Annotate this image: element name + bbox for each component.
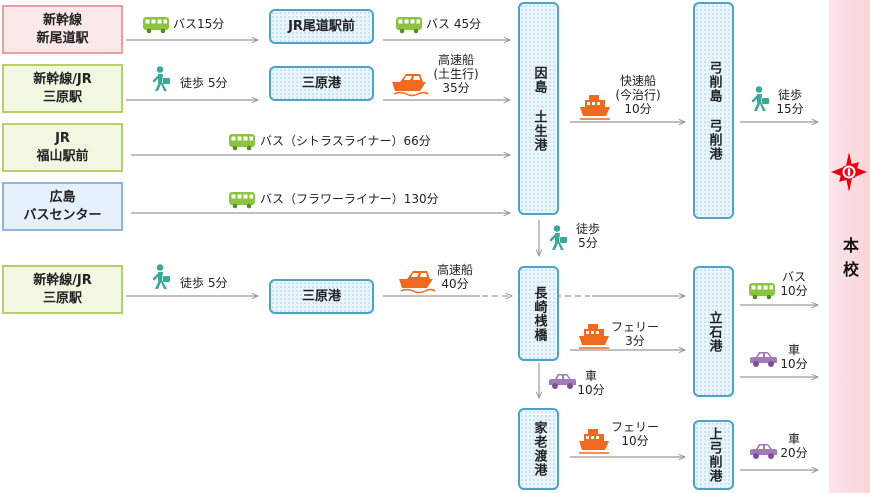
hub-iekaito-port: 家老渡港 — [518, 408, 559, 490]
bus-icon — [143, 17, 169, 34]
origin-fukuyama-station: JR 福山駅前 — [2, 123, 123, 172]
bus-icon — [229, 192, 255, 209]
origin-hiroshima-bus-center: 広島 バスセンター — [2, 182, 123, 231]
walker-icon — [549, 223, 569, 252]
origin-mihara-station: 新幹線/JR 三原駅 — [2, 64, 123, 113]
bus-icon — [229, 134, 255, 151]
high-speed-boat-icon — [391, 73, 429, 97]
car-icon — [549, 374, 576, 389]
route-label-walk5-b: 徒歩 5分 — [180, 276, 228, 290]
ferry-icon — [578, 428, 610, 454]
origin-shin-onomichi: 新幹線 新尾道駅 — [2, 5, 123, 54]
route-label-car10-down: 車 10分 — [577, 369, 605, 397]
walker-icon — [751, 84, 771, 113]
route-label-bus15: バス15分 — [173, 17, 225, 31]
origin-mihara-station-2: 新幹線/JR 三原駅 — [2, 265, 123, 314]
route-label-quickboat10: 快速船 (今治行) 10分 — [615, 74, 661, 116]
route-label-walk5: 徒歩 5分 — [180, 76, 228, 90]
bus-icon — [749, 283, 775, 300]
route-label-flower-liner: バス（フラワーライナー）130分 — [260, 192, 439, 206]
hub-kamiyuge-port: 上弓削港 — [693, 420, 734, 490]
hub-yuge-port: 弓削島 弓削港 — [693, 2, 734, 219]
route-label-ferry10: フェリー 10分 — [610, 420, 659, 448]
route-label-fastboat40: 高速船 40分 — [436, 263, 473, 291]
hub-tateishi-port: 立石港 — [693, 266, 734, 397]
route-label-fastboat35: 高速船 (土生行) 35分 — [433, 53, 479, 95]
route-label-walk15: 徒歩 15分 — [776, 88, 804, 116]
car-icon — [750, 352, 777, 367]
hub-jr-onomichi: JR尾道駅前 — [269, 9, 374, 44]
route-label-car10-right: 車 10分 — [780, 343, 808, 371]
walker-icon — [152, 262, 172, 291]
school-emblem-icon — [831, 152, 867, 192]
ferry-icon — [578, 323, 610, 349]
hub-nagasaki-pier: 長崎桟橋 — [518, 266, 559, 361]
walker-icon — [152, 64, 172, 93]
route-label-car20: 車 20分 — [780, 432, 808, 460]
hub-mihara-port: 三原港 — [269, 66, 374, 101]
bus-icon — [396, 17, 422, 34]
car-icon — [750, 444, 777, 459]
school-column — [829, 0, 870, 493]
route-label-walk5-down: 徒歩 5分 — [575, 222, 600, 250]
hub-mihara-port-2: 三原港 — [269, 279, 374, 314]
route-label-bus10: バス 10分 — [780, 270, 808, 298]
route-label-ferry3: フェリー 3分 — [610, 320, 659, 348]
school-name: 本校 — [840, 237, 859, 285]
route-label-citrus-liner: バス（シトラスライナー）66分 — [260, 134, 431, 148]
ferry-icon — [579, 94, 611, 120]
hub-innoshima-habu-port: 因島 土生港 — [518, 2, 559, 215]
route-label-bus45: バス 45分 — [426, 17, 482, 31]
